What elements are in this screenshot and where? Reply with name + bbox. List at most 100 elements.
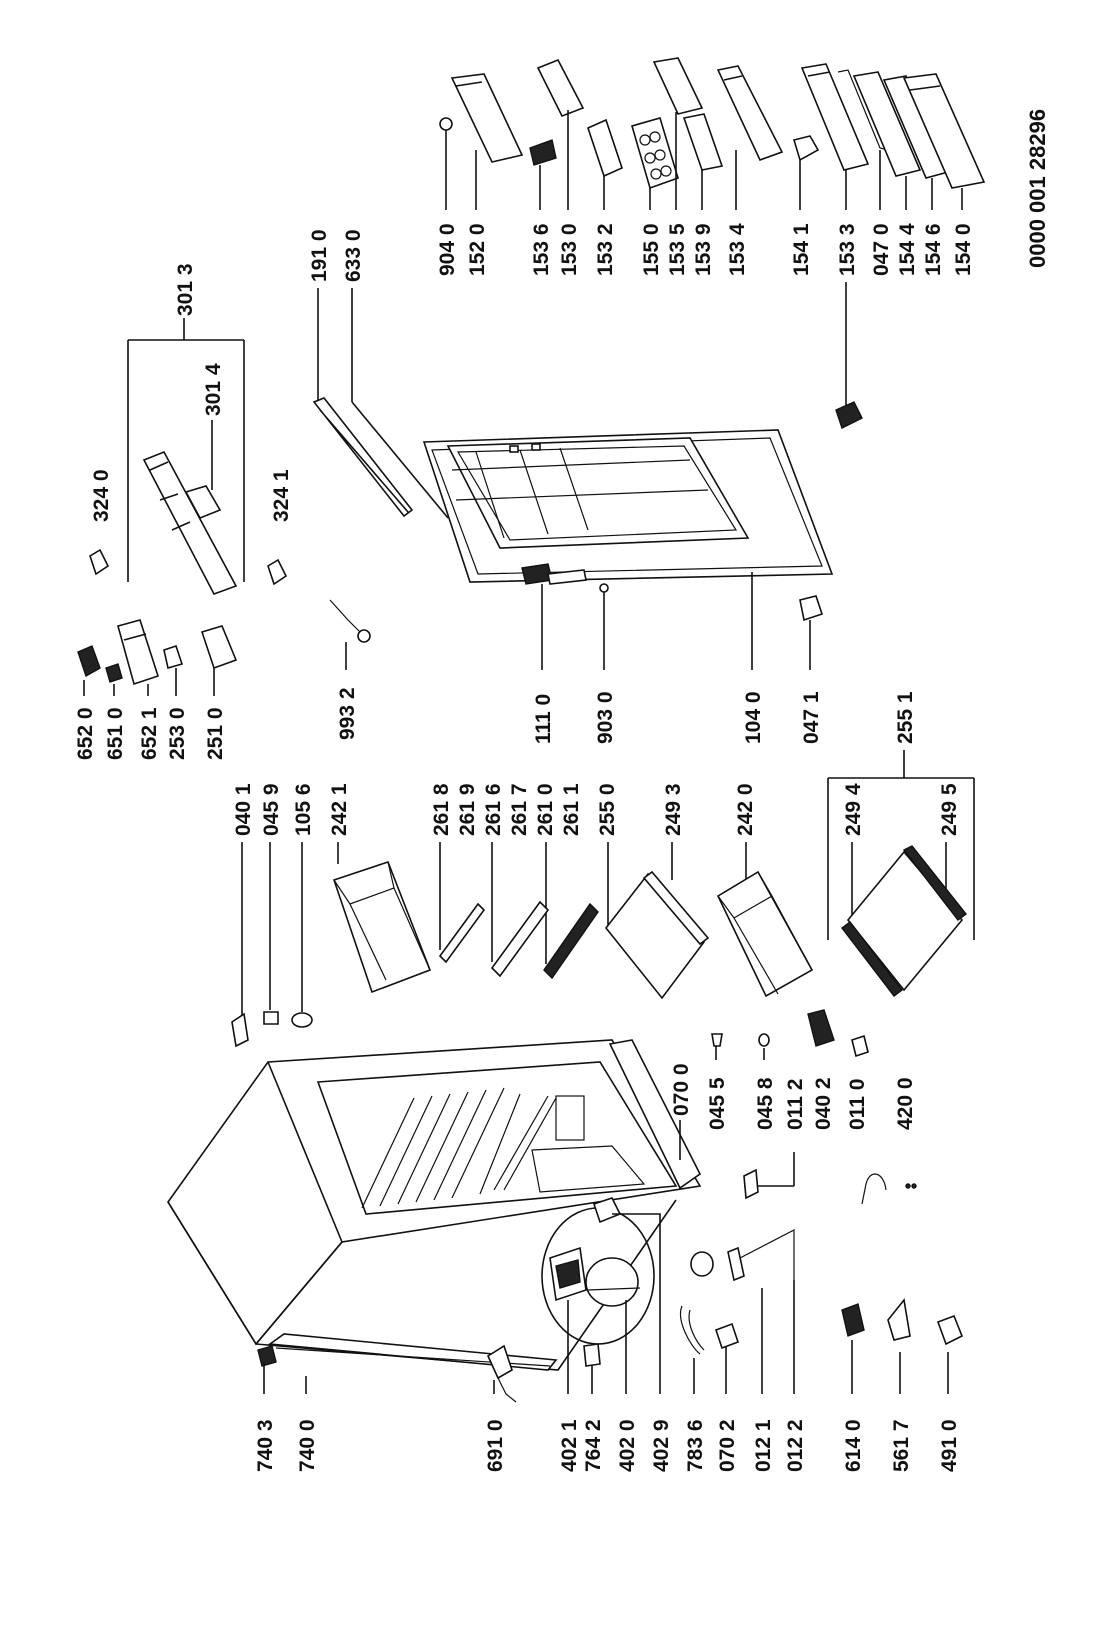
label-402-1: 402 1 (558, 1419, 581, 1472)
part-0112-drawing (743, 1168, 759, 1200)
part-1541-drawing (792, 135, 820, 162)
part-1533-drawing (800, 63, 870, 171)
label-249-5: 249 5 (938, 783, 961, 836)
part-3014-drawing (184, 485, 222, 520)
label-249-4: 249 4 (842, 783, 865, 836)
part-1910-drawing (312, 397, 414, 518)
label-261-6: 261 6 (482, 783, 505, 836)
label-070-2: 070 2 (716, 1419, 739, 1472)
part-9030-drawing (599, 583, 609, 593)
label-783-6: 783 6 (684, 1419, 707, 1472)
door-inner-liner (446, 437, 750, 549)
part-0470-hinge-drawing (835, 401, 863, 429)
part-4020-drawing (585, 1257, 639, 1307)
part-7400-drawing (267, 1333, 558, 1371)
door-assembly: 111 0 903 0 104 0 047 1 (422, 429, 834, 744)
part-2616-drawing (490, 900, 550, 978)
part-0700-drawing (608, 1039, 702, 1190)
label-045-5: 045 5 (706, 1077, 729, 1130)
cabinet-labels: 070 0 045 5 045 8 011 2 040 2 011 0 420 … (670, 1009, 917, 1205)
document-number: 0000 001 28296 (1025, 109, 1050, 268)
label-261-7: 261 7 (508, 783, 531, 836)
part-1530-drawing (536, 58, 585, 118)
part-0121-drawing (690, 1251, 714, 1277)
cabinet-body (167, 1039, 702, 1371)
label-903-0: 903 0 (594, 691, 617, 744)
part-6910-drawing (486, 1344, 513, 1380)
part-4200-drawing (861, 1173, 887, 1205)
label-154-1: 154 1 (790, 223, 813, 276)
label-740-3: 740 3 (254, 1419, 277, 1472)
thermostat-parts: 652 0 651 0 652 1 253 0 251 0 993 2 (74, 599, 371, 760)
part-9040-drawing (439, 117, 453, 131)
part-0459-drawing (263, 1011, 279, 1025)
part-7403-drawing (257, 1345, 277, 1367)
part-0110-drawing (851, 1034, 869, 1058)
label-152-0: 152 0 (466, 223, 489, 276)
part-6521-drawing (117, 619, 160, 686)
label-242-1: 242 1 (328, 783, 351, 836)
part-0122-drawing (727, 1246, 745, 1282)
part-2610-drawing (543, 902, 599, 980)
part-1056-drawing (291, 1012, 313, 1028)
label-040-2: 040 2 (812, 1077, 835, 1130)
label-153-9: 153 9 (692, 223, 715, 276)
label-153-6: 153 6 (530, 223, 553, 276)
label-012-2: 012 2 (784, 1419, 807, 1472)
label-111-0: 111 0 (532, 694, 555, 744)
part-0702-drawing (714, 1322, 740, 1350)
part-2494-drawing (846, 850, 964, 992)
shelves-and-drawers: 040 1 045 9 105 6 242 1 261 8 261 9 261 … (231, 691, 975, 1048)
part-1535-drawing (652, 57, 704, 115)
part-2493-drawing (642, 870, 710, 946)
label-153-3: 153 3 (836, 223, 859, 276)
part-0471-drawing (799, 595, 824, 622)
label-047-0: 047 0 (870, 223, 893, 276)
part-2530-drawing (163, 644, 184, 670)
part-0455-drawing (711, 1033, 723, 1047)
label-153-2: 153 2 (594, 223, 617, 276)
label-740-0: 740 0 (296, 1419, 319, 1472)
label-652-0: 652 0 (74, 707, 97, 760)
part-1540-drawing (902, 73, 986, 189)
bottom-small-parts: 740 3 740 0 691 0 402 1 764 2 402 0 402 … (254, 1229, 964, 1472)
label-691-0: 691 0 (484, 1419, 507, 1472)
label-153-0: 153 0 (558, 223, 581, 276)
label-104-0: 104 0 (742, 691, 765, 744)
label-045-9: 045 9 (260, 783, 283, 836)
part-0458-drawing (758, 1033, 770, 1047)
label-614-0: 614 0 (842, 1419, 865, 1472)
part-6520-drawing (77, 645, 101, 678)
control-panel-group: 301 3 301 4 324 0 324 1 (89, 263, 293, 595)
door-shelf-parts (439, 57, 986, 190)
label-155-0: 155 0 (640, 223, 663, 276)
label-251-0: 251 0 (204, 707, 227, 760)
label-261-9: 261 9 (456, 783, 479, 836)
label-324-0: 324 0 (90, 469, 113, 522)
label-154-4: 154 4 (896, 223, 919, 276)
part-2510-drawing (200, 625, 238, 670)
label-651-0: 651 0 (104, 707, 127, 760)
label-402-0: 402 0 (616, 1419, 639, 1472)
label-011-2: 011 2 (784, 1079, 807, 1130)
label-045-8: 045 8 (754, 1077, 777, 1130)
label-261-8: 261 8 (430, 783, 453, 836)
part-0402-drawing (807, 1009, 835, 1047)
part-1520-drawing (450, 73, 524, 163)
part-6140-drawing (841, 1303, 865, 1337)
part-3241-drawing (267, 558, 288, 586)
label-402-9: 402 9 (650, 1419, 673, 1472)
part-0401-drawing (231, 1012, 249, 1048)
label-993-2: 993 2 (336, 687, 359, 740)
door-shelf-labels: 904 0 152 0 153 6 153 0 153 2 155 0 153 … (436, 110, 975, 429)
label-153-4: 153 4 (726, 223, 749, 276)
label-242-0: 242 0 (734, 783, 757, 836)
part-1532-drawing (587, 118, 623, 178)
label-301-3: 301 3 (174, 263, 197, 316)
label-070-0: 070 0 (670, 1063, 693, 1116)
part-1544-drawing (852, 71, 922, 177)
label-764-2: 764 2 (582, 1419, 605, 1472)
label-652-1: 652 1 (138, 707, 161, 760)
label-633-0: 633 0 (342, 229, 365, 282)
label-255-1: 255 1 (894, 691, 917, 744)
